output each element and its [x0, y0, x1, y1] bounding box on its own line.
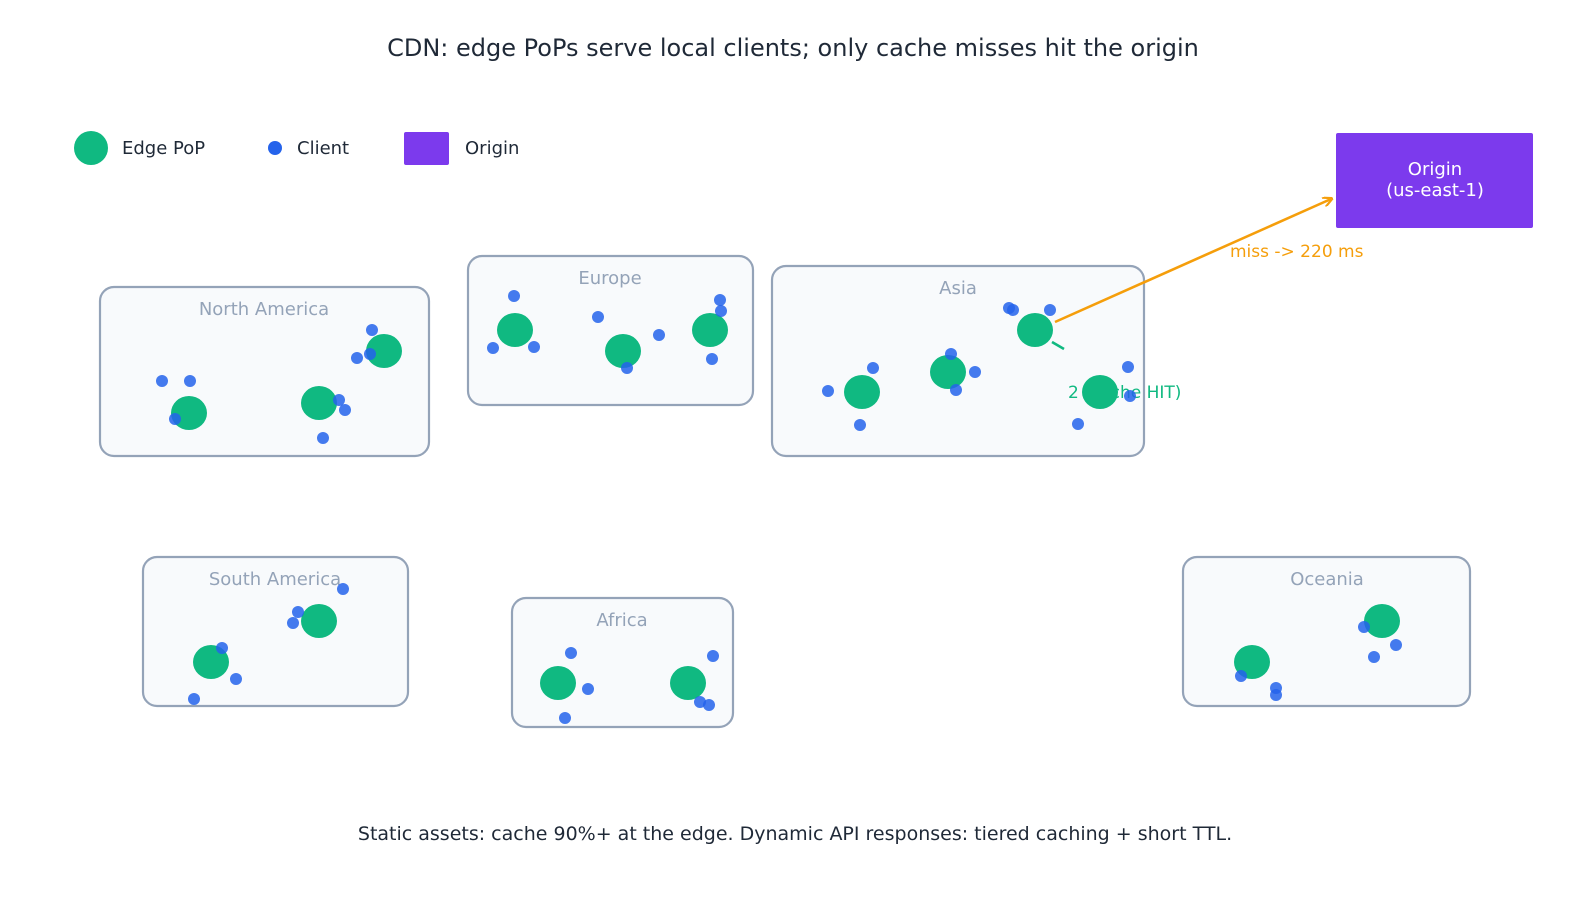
client [653, 329, 665, 341]
client [292, 606, 304, 618]
client [950, 384, 962, 396]
client [339, 404, 351, 416]
edge-pop [366, 334, 402, 368]
client [337, 583, 349, 595]
legend-client-marker [268, 141, 282, 155]
region-north-america: North America [98, 285, 431, 458]
edge-pop [670, 666, 706, 700]
legend-edge-pop-label: Edge PoP [122, 138, 205, 159]
edge-pop [301, 604, 337, 638]
region-europe: Europe [466, 254, 755, 407]
edge-pop [844, 375, 880, 409]
client [287, 617, 299, 629]
edge-pop [1017, 313, 1053, 347]
edge-pop [930, 355, 966, 389]
origin-node: Origin (us-east-1) [1336, 133, 1533, 228]
legend-origin-marker [404, 132, 449, 165]
client [822, 385, 834, 397]
client [715, 305, 727, 317]
edge-pop [171, 396, 207, 430]
client [707, 650, 719, 662]
client [1072, 418, 1084, 430]
legend-origin-label: Origin [465, 138, 519, 159]
region-label: Europe [578, 268, 641, 289]
client [366, 324, 378, 336]
region-south-america: South America [141, 555, 410, 708]
client [854, 419, 866, 431]
region-label: North America [199, 299, 329, 320]
client [1044, 304, 1056, 316]
region-label: Oceania [1290, 569, 1364, 590]
client [867, 362, 879, 374]
client [1390, 639, 1402, 651]
client [1007, 304, 1019, 316]
diagram-title: CDN: edge PoPs serve local clients; only… [387, 34, 1199, 62]
client [188, 693, 200, 705]
client [969, 366, 981, 378]
footer-note: Static assets: cache 90%+ at the edge. D… [358, 823, 1232, 845]
client [364, 348, 376, 360]
region-box [466, 254, 755, 407]
client [508, 290, 520, 302]
cache-hit-line [1051, 340, 1065, 351]
edge-pop [301, 386, 337, 420]
edge-pop [1082, 375, 1118, 409]
client [592, 311, 604, 323]
edge-pop [497, 313, 533, 347]
client [1122, 361, 1134, 373]
region-oceania: Oceania [1181, 555, 1472, 708]
origin-box [1336, 133, 1533, 228]
edge-pops [171, 313, 1400, 700]
client [621, 362, 633, 374]
client [559, 712, 571, 724]
region-label: Asia [939, 278, 977, 299]
client [156, 375, 168, 387]
client [565, 647, 577, 659]
legend: Edge PoP Client Origin [74, 131, 519, 165]
legend-edge-pop-marker [74, 131, 108, 165]
cache-miss-arrow [1054, 199, 1331, 324]
client [351, 352, 363, 364]
clients [156, 290, 1402, 724]
edge-pop [692, 313, 728, 347]
client [487, 342, 499, 354]
client [945, 348, 957, 360]
legend-client-label: Client [297, 138, 349, 159]
client [714, 294, 726, 306]
client [230, 673, 242, 685]
client [582, 683, 594, 695]
client [1124, 390, 1136, 402]
cache-miss-label: miss -> 220 ms [1230, 242, 1364, 262]
client [184, 375, 196, 387]
edge-pop [540, 666, 576, 700]
origin-title: Origin [1408, 159, 1462, 180]
client [528, 341, 540, 353]
client [317, 432, 329, 444]
client [1358, 621, 1370, 633]
client [216, 642, 228, 654]
origin-subtitle: (us-east-1) [1386, 180, 1484, 201]
client [1235, 670, 1247, 682]
region-label: South America [209, 569, 341, 590]
client [169, 413, 181, 425]
client [1270, 689, 1282, 701]
client [706, 353, 718, 365]
client [333, 394, 345, 406]
edge-pop [1364, 604, 1400, 638]
client [1368, 651, 1380, 663]
client [703, 699, 715, 711]
edge-pop [605, 334, 641, 368]
region-label: Africa [596, 610, 647, 631]
